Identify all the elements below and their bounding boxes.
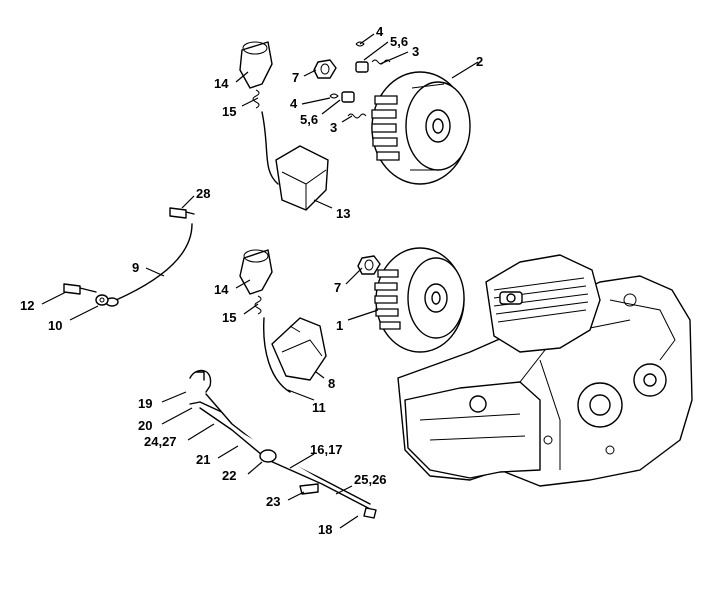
callout-14-lower: 14 — [214, 282, 229, 297]
short-circuit-wire-assembly — [189, 369, 377, 519]
callout-3-lower: 3 — [330, 120, 337, 135]
leader-lines — [41, 33, 479, 529]
callout-23: 23 — [266, 494, 280, 509]
flywheel-middle — [374, 247, 465, 353]
callout-16-17: 16,17 — [310, 442, 343, 457]
callout-18: 18 — [318, 522, 332, 537]
cylinder — [485, 254, 601, 353]
callout-7-lower: 7 — [334, 280, 341, 295]
callout-9: 9 — [132, 260, 139, 275]
callout-3-upper: 3 — [412, 44, 419, 59]
flywheel-top — [371, 71, 471, 185]
nut-middle — [357, 255, 381, 275]
callout-5-6-lower: 5,6 — [300, 112, 318, 127]
callout-24-27: 24,27 — [144, 434, 177, 449]
pawl-parts-lower — [329, 91, 367, 119]
callout-14-upper: 14 — [214, 76, 229, 91]
callout-21: 21 — [196, 452, 210, 467]
callout-4-lower: 4 — [290, 96, 298, 111]
callout-2: 2 — [476, 54, 483, 69]
callout-15-upper: 15 — [222, 104, 236, 119]
engine-crankcase — [397, 254, 693, 487]
callout-8: 8 — [328, 376, 335, 391]
ground-wire-assembly — [63, 207, 195, 307]
callout-1: 1 — [336, 318, 343, 333]
callout-25-26: 25,26 — [354, 472, 387, 487]
ignition-module-top — [239, 41, 329, 211]
ignition-module-bottom — [239, 249, 327, 393]
callout-11: 11 — [312, 400, 326, 415]
callout-28: 28 — [196, 186, 210, 201]
callout-12: 12 — [20, 298, 34, 313]
callout-5-6-upper: 5,6 — [390, 34, 408, 49]
callout-4-upper: 4 — [376, 24, 384, 39]
callout-13: 13 — [336, 206, 350, 221]
callout-19: 19 — [138, 396, 152, 411]
callout-10: 10 — [48, 318, 62, 333]
callout-7-upper: 7 — [292, 70, 299, 85]
nut-top — [313, 59, 337, 79]
callout-15-lower: 15 — [222, 310, 236, 325]
callout-20: 20 — [138, 418, 152, 433]
callout-labels: 2 1 3 3 4 4 5,6 5,6 7 7 8 9 10 11 12 13 … — [20, 24, 483, 537]
pawl-parts-upper — [355, 41, 391, 73]
callout-22: 22 — [222, 468, 236, 483]
